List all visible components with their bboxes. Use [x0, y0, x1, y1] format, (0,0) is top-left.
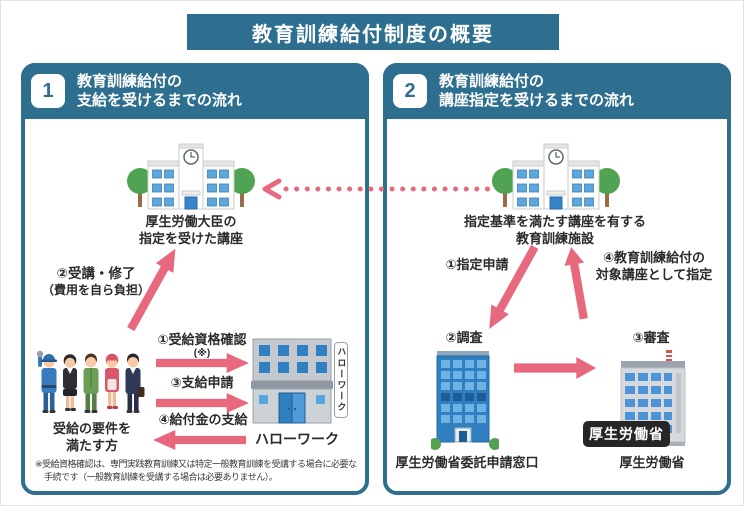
step1-eligibility-label: ①受給資格確認 [157, 332, 247, 347]
step2-survey-label: ②調査 [445, 330, 483, 345]
panel-2-title-line2: 講座指定を受けるまでの流れ [439, 92, 635, 109]
step4-payment-arrow [153, 430, 246, 450]
panel-1-title-line2: 支給を受けるまでの流れ [77, 92, 243, 109]
hellowork-vertical-sign: ハローワーク [334, 342, 349, 418]
step3-examination-label: ③審査 [632, 330, 670, 345]
hellowork-building-icon [251, 337, 333, 425]
school-building-icon [126, 141, 256, 213]
designated-course-label-line2: 指定を受けた講座 [138, 230, 244, 246]
step4-designated-label-line1: ④教育訓練給付の [602, 250, 705, 265]
panel-1-number-badge: 1 [31, 74, 65, 108]
step1-designation-label: ①指定申請 [445, 257, 509, 272]
panel-2-number-badge: 2 [393, 74, 427, 108]
step3-application-arrow [156, 393, 249, 413]
step1-eligibility-arrow [156, 353, 249, 373]
panel-1-header: 1 教育訓練給付の 支給を受けるまでの流れ [21, 63, 369, 119]
step4-payment-label: ④給付金の支給 [158, 412, 248, 427]
survey-to-examination-arrow [514, 357, 596, 379]
eligible-person-label: 受給の要件を 満たす方 [53, 421, 131, 455]
step1-eligibility-note: (※) [193, 348, 211, 359]
step3-application-label: ③支給申請 [170, 375, 234, 390]
panel-1-title-line1: 教育訓練給付の [77, 72, 183, 90]
footnote-line2: 手続です（一般教育訓練を受講する場合は必要ありません）。 [44, 472, 278, 483]
hellowork-label: ハローワーク [255, 431, 339, 447]
step2-attend-label-line1: ②受講・修了 [56, 266, 136, 281]
school-building-icon [491, 141, 621, 213]
step4-designated-label-line2: 対象講座として指定 [595, 266, 713, 282]
designation-dotted-arrow [262, 178, 492, 200]
people-group-icon [37, 347, 145, 425]
office-building-icon [431, 349, 499, 451]
panel-2-title-line1: 教育訓練給付の [439, 72, 545, 90]
footnote: ※受給資格確認は、専門実践教育訓練又は特定一般教育訓練を受講する場合に必要な 手… [35, 458, 357, 484]
step2-attend-label-line2: （費用を自ら負担） [41, 282, 151, 297]
step2-attend-label: ②受講・修了 （費用を自ら負担） [42, 265, 150, 298]
training-facility-label-line2: 教育訓練施設 [515, 230, 595, 246]
designated-course-label-line1: 厚生労働大臣の [145, 214, 237, 229]
panel-2-header: 2 教育訓練給付の 講座指定を受けるまでの流れ [383, 63, 731, 119]
eligible-person-label-line1: 受給の要件を [52, 421, 132, 436]
mhlw-sign: 厚生労働省 [583, 421, 670, 447]
step4-designated-label: ④教育訓練給付の 対象講座として指定 [596, 250, 713, 284]
page-title: 教育訓練給付制度の概要 [187, 14, 559, 50]
designated-course-label: 厚生労働大臣の 指定を受けた講座 [139, 214, 243, 248]
training-facility-label: 指定基準を満たす講座を有する 教育訓練施設 [464, 214, 646, 248]
footnote-line1: ※受給資格確認は、専門実践教育訓練又は特定一般教育訓練を受講する場合に必要な [35, 459, 357, 469]
mhlw-label: 厚生労働省 [619, 455, 685, 470]
flow-panel-1: 1 教育訓練給付の 支給を受けるまでの流れ [21, 63, 369, 495]
application-window-label: 厚生労働省委託申請窓口 [395, 455, 539, 470]
training-facility-label-line1: 指定基準を満たす講座を有する [463, 214, 647, 229]
eligible-person-label-line2: 満たす方 [65, 437, 119, 453]
panel-2-title: 教育訓練給付の 講座指定を受けるまでの流れ [439, 72, 634, 111]
panel-1-title: 教育訓練給付の 支給を受けるまでの流れ [77, 72, 242, 111]
